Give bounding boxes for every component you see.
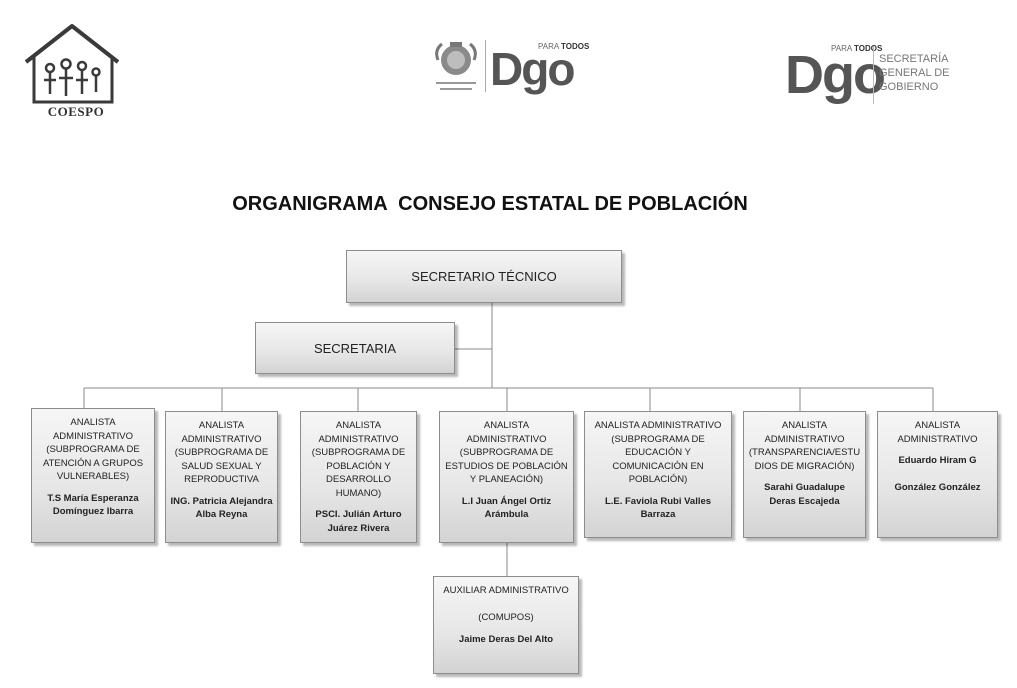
dgo-state-logo: PARA TODOS Dgo bbox=[430, 36, 590, 102]
state-seal-icon bbox=[435, 42, 477, 90]
org-box-analyst-7: ANALISTA ADMINISTRATIVO Eduardo Hiram G … bbox=[877, 411, 998, 538]
analyst-name: T.S María Esperanza Domínguez Ibarra bbox=[47, 492, 139, 518]
org-box-analyst-5: ANALISTA ADMINISTRATIVO (SUBPROGRAMA DE … bbox=[584, 411, 732, 538]
analyst-role: ANALISTA ADMINISTRATIVO bbox=[897, 420, 978, 445]
page-title: ORGANIGRAMA CONSEJO ESTATAL DE POBLACIÓN bbox=[232, 193, 748, 215]
gov-line-1: SECRETARÍA bbox=[879, 53, 949, 65]
analyst-role: ANALISTA ADMINISTRATIVO (SUBPROGRAMA DE … bbox=[174, 420, 269, 485]
analyst-name: ING. Patricia Alejandra Alba Reyna bbox=[170, 495, 273, 521]
government-secretariat-label: SECRETARÍA GENERAL DE GOBIERNO bbox=[879, 52, 950, 94]
org-box-analyst-3: ANALISTA ADMINISTRATIVO (SUBPROGRAMA DE … bbox=[300, 411, 417, 543]
dgo-wordmark: Dgo bbox=[490, 43, 575, 95]
analyst-role: ANALISTA ADMINISTRATIVO (SUBPROGRAMA DE … bbox=[42, 417, 144, 482]
analyst-role: ANALISTA ADMINISTRATIVO (SUBPROGRAMA DE … bbox=[311, 420, 406, 499]
analyst-name: Eduardo Hiram G González González bbox=[894, 455, 981, 493]
analyst-role: ANALISTA ADMINISTRATIVO (SUBPROGRAMA DE … bbox=[594, 420, 722, 485]
org-box-secretaria: SECRETARIA bbox=[255, 322, 455, 374]
org-box-analyst-2: ANALISTA ADMINISTRATIVO (SUBPROGRAMA DE … bbox=[165, 411, 278, 543]
org-box-analyst-6: ANALISTA ADMINISTRATIVO (TRANSPARENCIA/E… bbox=[743, 411, 866, 538]
auxiliary-role: AUXILIAR ADMINISTRATIVO (COMUPOS) bbox=[443, 585, 569, 623]
analyst-name: L.E. Faviola Rubi Valles Barraza bbox=[604, 495, 712, 521]
org-box-secretario-tecnico: SECRETARIO TÉCNICO bbox=[346, 250, 622, 303]
analyst-name: Sarahi Guadalupe Deras Escajeda bbox=[764, 482, 845, 507]
org-box-label: SECRETARIO TÉCNICO bbox=[411, 269, 557, 284]
analyst-role: ANALISTA ADMINISTRATIVO (SUBPROGRAMA DE … bbox=[445, 420, 568, 485]
analyst-name: PSCI. Julián Arturo Juárez Rivera bbox=[315, 509, 402, 534]
gov-line-3: GOBIERNO bbox=[879, 81, 939, 93]
tagline-prefix: PARA bbox=[538, 42, 559, 51]
analyst-role: ANALISTA ADMINISTRATIVO (TRANSPARENCIA/E… bbox=[748, 420, 861, 472]
org-box-analyst-4: ANALISTA ADMINISTRATIVO (SUBPROGRAMA DE … bbox=[439, 411, 574, 543]
analyst-name: L.I Juan Ángel Ortiz Arámbula bbox=[461, 495, 552, 521]
house-family-logo-icon bbox=[24, 24, 120, 104]
tagline-bold: TODOS bbox=[560, 42, 590, 51]
tagline-bold: TODOS bbox=[853, 44, 883, 53]
org-box-auxiliary: AUXILIAR ADMINISTRATIVO (COMUPOS) Jaime … bbox=[433, 576, 579, 674]
org-box-analyst-1: ANALISTA ADMINISTRATIVO (SUBPROGRAMA DE … bbox=[31, 408, 155, 543]
org-box-label: SECRETARIA bbox=[313, 340, 397, 356]
coespo-logo: COESPO bbox=[22, 22, 122, 124]
tagline-prefix: PARA bbox=[831, 44, 852, 53]
dgo-wordmark: Dgo bbox=[785, 45, 886, 105]
dgo-government-logo: PARA TODOS Dgo SECRETARÍA GENERAL DE GOB… bbox=[785, 40, 950, 118]
gov-line-2: GENERAL DE bbox=[879, 67, 950, 79]
auxiliary-name: Jaime Deras Del Alto bbox=[458, 633, 554, 645]
coespo-wordmark: COESPO bbox=[47, 104, 105, 119]
